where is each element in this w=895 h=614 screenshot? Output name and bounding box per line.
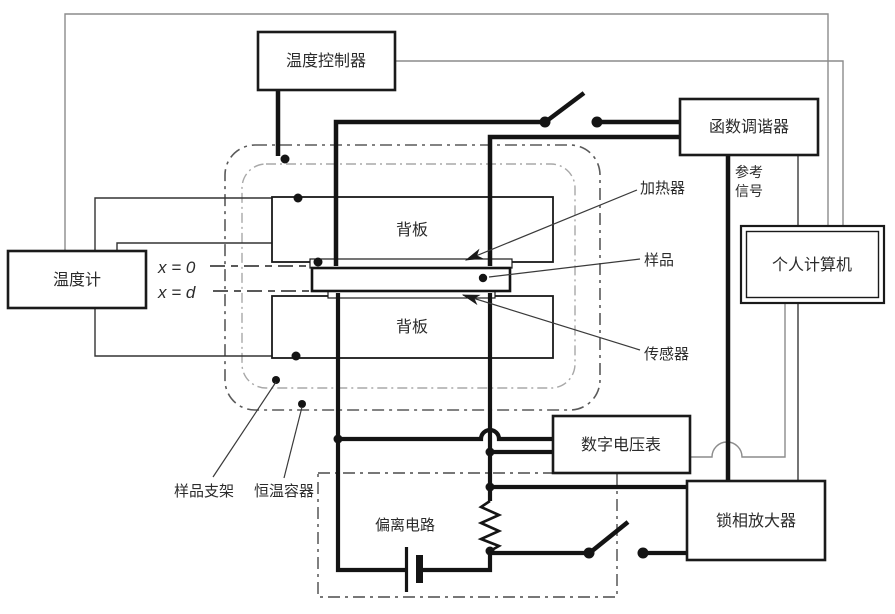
junction-lockin-a: [485, 482, 495, 492]
probe-wire-bottom-backplate: [94, 308, 293, 357]
voltmeter-wire-a: [338, 427, 553, 442]
sample-holder-outline: [241, 163, 576, 389]
resistor-zigzag: [477, 499, 503, 553]
thermometer-label: 温度计: [53, 271, 101, 289]
bias-circuit-label: 偏离电路: [375, 517, 435, 534]
sample-leader-line: [488, 258, 641, 278]
thermostat-vessel-outline: [224, 144, 601, 411]
switch-bottom-pole-dot: [583, 547, 595, 559]
thermostat-terminal-dot: [280, 154, 290, 164]
bias-circuit-outline: [317, 472, 618, 598]
probe-dot-top-backplate: [293, 193, 303, 203]
lockin-amplifier-box: 锁相放大器: [685, 479, 827, 562]
position-indicator-lines: [210, 265, 356, 292]
thermostat-leader-dot: [298, 400, 306, 408]
resistor-to-battery-wire: [421, 551, 493, 573]
temp-controller-label: 温度控制器: [286, 52, 366, 70]
probe-dot-bottom-backplate: [291, 351, 301, 361]
xd-label: x = d: [157, 283, 196, 302]
thermostat-vessel-label: 恒温容器: [254, 483, 314, 500]
thermometer-bus-wire: [64, 13, 829, 251]
heater-wire-direct: [487, 134, 680, 266]
reference-signal-label-line2: 信号: [735, 183, 763, 199]
backplate-top-box: [271, 196, 554, 263]
backplate-top-label: 背板: [396, 221, 428, 239]
junction-dots: [272, 116, 649, 559]
x0-label: x = 0: [157, 258, 196, 277]
thermometer-box: 温度计: [6, 249, 148, 310]
sample-stack: 背板 背板: [271, 196, 554, 359]
heater-leader-line: [464, 189, 638, 261]
heater-wire-switched: [333, 119, 541, 266]
junction-lockin-b: [485, 546, 495, 556]
thick-wires: [275, 90, 731, 592]
personal-computer-label: 个人计算机: [772, 255, 852, 274]
sample-box: [310, 266, 512, 293]
digital-voltmeter-box: 数字电压表: [551, 414, 692, 475]
sample-holder-leader-line: [212, 381, 277, 478]
lockin-amplifier-label: 锁相放大器: [716, 512, 796, 530]
voltmeter-bus-wire: [690, 303, 786, 458]
switch-top-throw-dot: [591, 116, 603, 128]
leader-lines: [212, 189, 641, 479]
probe-dot-sample-top: [313, 257, 323, 267]
probe-wire-top-backplate: [94, 197, 296, 251]
switch-bottom-lever: [590, 520, 630, 553]
heater-strip: [309, 258, 513, 269]
switch-top-lever: [546, 91, 586, 122]
thermostat-leader-line: [283, 406, 303, 479]
temp-controller-box: 温度控制器: [256, 30, 397, 92]
function-tuner-box: 函数调谐器: [678, 97, 820, 157]
sample-holder-leader-dot: [272, 376, 280, 384]
function-tuner-label: 函数调谐器: [709, 118, 789, 136]
sensor-wire-left: [335, 293, 405, 573]
switch-bottom-throw-dot: [637, 547, 649, 559]
heater-label: 加热器: [640, 180, 685, 197]
sample-label: 样品: [644, 252, 674, 269]
sample-holder-label: 样品支架: [174, 483, 234, 500]
switch-top-pole-dot: [539, 116, 551, 128]
sensor-label: 传感器: [644, 346, 689, 363]
digital-voltmeter-label: 数字电压表: [581, 436, 661, 454]
temp-controller-bus-wire: [395, 60, 844, 226]
backplate-bottom-box: [271, 295, 554, 359]
junction-voltmeter-a: [333, 434, 343, 444]
sensor-leader-line: [461, 294, 641, 351]
personal-computer-box: 个人计算机: [739, 224, 886, 305]
reference-signal-label-line1: 参考: [735, 164, 763, 180]
sample-leader-dot: [478, 273, 488, 283]
junction-voltmeter-b: [485, 447, 495, 457]
backplate-bottom-label: 背板: [396, 318, 428, 336]
